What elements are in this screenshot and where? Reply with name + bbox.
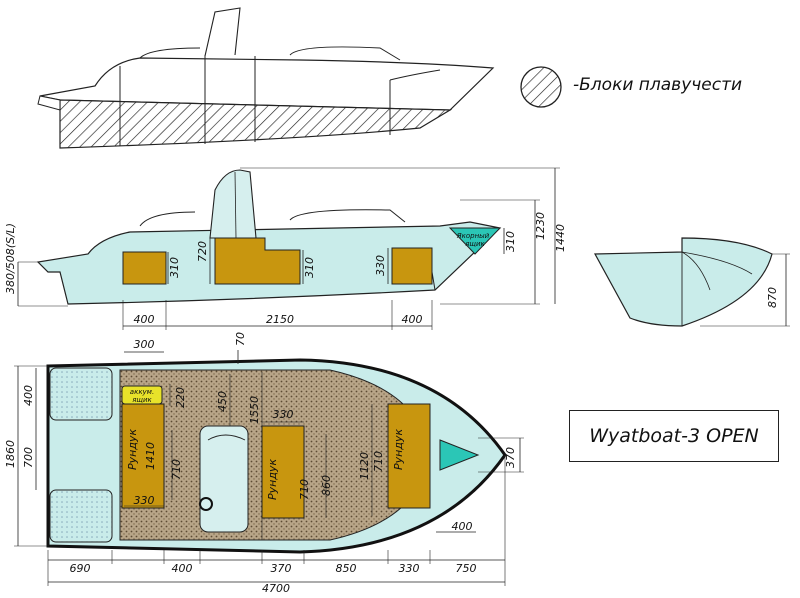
- locker-label-right: Рундук: [392, 429, 405, 470]
- locker-label-mid: Рундук: [266, 459, 279, 500]
- dim-transom: 380/508(S/L): [4, 223, 17, 294]
- dim-b330: 330: [399, 562, 420, 575]
- buoyancy-legend-label: -Блоки плавучести: [573, 75, 743, 95]
- dim-bow-400: 400: [452, 520, 473, 533]
- dim-total-length: 4700: [262, 582, 290, 594]
- dim-b400: 400: [172, 562, 193, 575]
- dim-stern-mid: 700: [22, 447, 35, 468]
- section-view: 870: [594, 237, 790, 327]
- dim-1410: 1410: [144, 442, 157, 470]
- model-title: Wyatboat-3 OPEN: [589, 425, 759, 447]
- dim-section-height: 870: [766, 287, 779, 308]
- anchor-box-label-2: ящик: [465, 240, 485, 248]
- dim-330-left: 330: [134, 494, 155, 507]
- dim-height-total: 1440: [554, 224, 567, 252]
- battery-label-1: аккум.: [130, 388, 154, 396]
- dim-710-right: 710: [372, 451, 385, 472]
- anchor-box-label-1: Якорный: [456, 232, 490, 240]
- dim-b370: 370: [271, 562, 292, 575]
- dim-710-mid: 710: [298, 479, 311, 500]
- dim-block-left: 310: [168, 257, 181, 278]
- dim-stern-top: 400: [22, 385, 35, 406]
- dim-len-left: 400: [134, 313, 155, 326]
- dim-block-right: 330: [374, 255, 387, 276]
- buoyancy-legend: [520, 66, 562, 108]
- dim-1120: 1120: [358, 452, 371, 480]
- model-title-box: Wyatboat-3 OPEN: [569, 410, 779, 462]
- dim-330-top: 330: [273, 408, 294, 421]
- dim-b690: 690: [70, 562, 91, 575]
- plan-view: аккум. ящик Рундук Рундук Рундук 1860 40…: [4, 332, 524, 595]
- locker-label-left: Рундук: [126, 429, 139, 470]
- dim-seat-height: 720: [196, 241, 209, 262]
- dim-block-mid: 310: [303, 257, 316, 278]
- side-view: Якорный ящик 380/508(S/L) 310 720 310 33…: [4, 167, 567, 330]
- dim-1550: 1550: [248, 396, 261, 424]
- dim-710-left: 710: [170, 459, 183, 480]
- dim-len-mid: 2150: [266, 313, 294, 326]
- dim-450: 450: [216, 391, 229, 412]
- dim-top-300: 300: [134, 338, 155, 351]
- top-hull-view: [37, 7, 495, 149]
- dim-220: 220: [174, 387, 187, 408]
- dim-b850: 850: [336, 562, 357, 575]
- dim-anchor-box: 310: [504, 231, 517, 252]
- dim-len-right: 400: [402, 313, 423, 326]
- dim-width-total: 1860: [4, 440, 17, 468]
- dim-860: 860: [320, 475, 333, 496]
- dim-b750: 750: [456, 562, 477, 575]
- dim-bow-370: 370: [504, 447, 517, 468]
- dim-height-top: 1230: [534, 212, 547, 240]
- battery-label-2: ящик: [132, 396, 152, 404]
- dim-top-70: 70: [234, 332, 247, 346]
